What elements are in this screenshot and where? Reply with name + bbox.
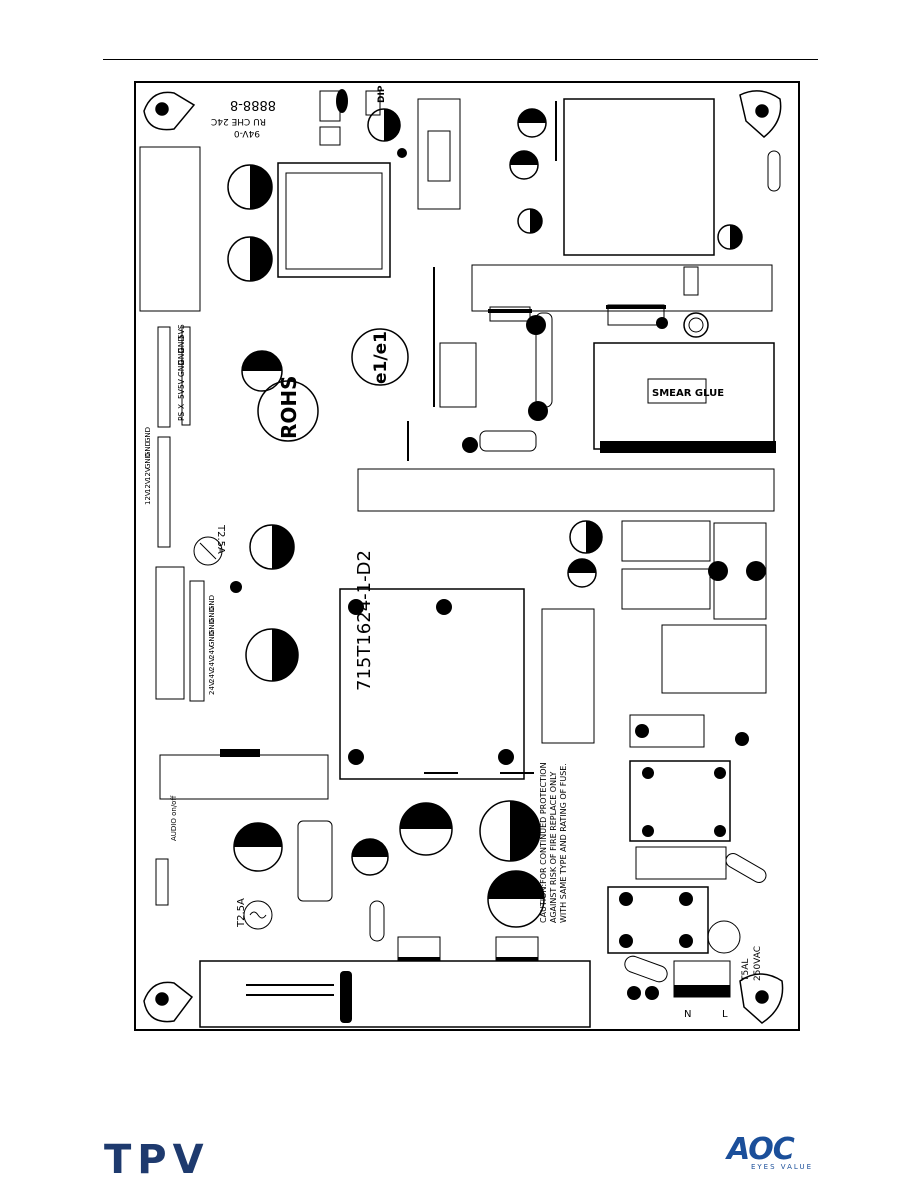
svg-text:8888-8: 8888-8 bbox=[230, 97, 276, 112]
svg-text:12V: 12V bbox=[144, 491, 152, 505]
svg-text:X: X bbox=[177, 404, 186, 409]
svg-text:GND: GND bbox=[177, 348, 186, 365]
svg-text:24V: 24V bbox=[208, 657, 216, 671]
svg-text:5V: 5V bbox=[177, 388, 186, 399]
header-rule bbox=[103, 59, 818, 60]
ac-labels: N L bbox=[684, 1009, 728, 1020]
svg-text:24V: 24V bbox=[208, 681, 216, 695]
svg-text:GND: GND bbox=[208, 619, 216, 635]
svg-text:T2.5A: T2.5A bbox=[236, 898, 247, 928]
svg-text:GND: GND bbox=[144, 453, 152, 469]
svg-text:DIP: DIP bbox=[377, 85, 387, 103]
svg-text:24V: 24V bbox=[208, 645, 216, 659]
svg-text:e1/e1: e1/e1 bbox=[371, 331, 391, 384]
cn923-pin-labels: GND GND GND 12V 12V 12V bbox=[144, 427, 152, 505]
aoc-logo: AOC EYES VALUE bbox=[727, 1132, 813, 1182]
cert-mark: RU CHE 24C bbox=[211, 116, 266, 126]
svg-text:N: N bbox=[684, 1009, 691, 1020]
svg-text:GND: GND bbox=[177, 336, 186, 353]
caution-text: CAUTION:FOR CONTINUED PROTECTION AGAINST… bbox=[539, 762, 568, 923]
logo-marks: 8888-8 RU CHE 24C 94V-0 bbox=[211, 97, 276, 138]
e1-mark: e1/e1 bbox=[351, 328, 409, 386]
svg-text:GND: GND bbox=[177, 360, 186, 377]
cn922-pin-labels: GND GND GND GND 24V 24V 24V 24V bbox=[208, 595, 216, 695]
rohs-mark: ROHS bbox=[257, 375, 319, 442]
fuse-spec: T5AL 250VAC bbox=[741, 946, 763, 982]
svg-text:12V: 12V bbox=[144, 479, 152, 493]
svg-text:AUDIO on/off: AUDIO on/off bbox=[170, 796, 178, 841]
mounting-hole-icon bbox=[143, 90, 784, 1024]
connector-cn924 bbox=[157, 326, 191, 428]
svg-text:GND: GND bbox=[144, 427, 152, 443]
svg-text:250VAC: 250VAC bbox=[753, 946, 763, 981]
svg-text:24V: 24V bbox=[208, 669, 216, 683]
svg-text:94V-0: 94V-0 bbox=[234, 128, 260, 138]
capacitor-electrolytic-icon bbox=[227, 108, 743, 928]
cn924-pin-labels: 5VS GND GND GND 5V 5V X PS bbox=[177, 324, 186, 421]
svg-text:ROHS: ROHS bbox=[277, 375, 301, 439]
svg-text:L: L bbox=[722, 1009, 728, 1020]
board-outline bbox=[134, 81, 800, 1031]
svg-text:SMEAR GLUE: SMEAR GLUE bbox=[652, 388, 724, 399]
svg-text:PS: PS bbox=[177, 411, 186, 421]
svg-text:T5AL: T5AL bbox=[741, 959, 751, 982]
svg-text:GND: GND bbox=[144, 441, 152, 457]
svg-text:GND: GND bbox=[208, 631, 216, 647]
svg-text:AGAINST RISK OF FIRE REPLACE O: AGAINST RISK OF FIRE REPLACE ONLY bbox=[549, 772, 558, 923]
connector-cn921 bbox=[155, 566, 205, 702]
svg-text:GND: GND bbox=[208, 595, 216, 611]
svg-text:GND: GND bbox=[208, 607, 216, 623]
svg-text:CAUTION:FOR CONTINUED PROTECTI: CAUTION:FOR CONTINUED PROTECTION bbox=[539, 762, 548, 923]
connector-cn923 bbox=[157, 436, 171, 548]
svg-text:WITH SAME TYPE AND RATING OF F: WITH SAME TYPE AND RATING OF FUSE. bbox=[559, 763, 568, 923]
svg-text:5VS: 5VS bbox=[177, 324, 186, 339]
fuse-icon: T2.5A bbox=[193, 524, 226, 566]
svg-text:12V: 12V bbox=[144, 467, 152, 481]
smear-glue-label: SMEAR GLUE bbox=[647, 378, 724, 404]
fuse-icon: T2.5A bbox=[236, 898, 273, 930]
svg-text:5V: 5V bbox=[177, 378, 186, 389]
part-number: 715T1624-1-D2 bbox=[354, 550, 375, 691]
pcb-silkscreen-diagram: 8888-8 RU CHE 24C 94V-0 DIP bbox=[134, 81, 800, 1031]
svg-text:T2.5A: T2.5A bbox=[215, 524, 226, 554]
aoc-wordmark: AOC bbox=[727, 1132, 795, 1167]
aoc-tagline: EYES VALUE bbox=[750, 1163, 813, 1171]
dip-mark: DIP bbox=[365, 85, 387, 116]
tpv-logo: TPV bbox=[104, 1137, 210, 1183]
